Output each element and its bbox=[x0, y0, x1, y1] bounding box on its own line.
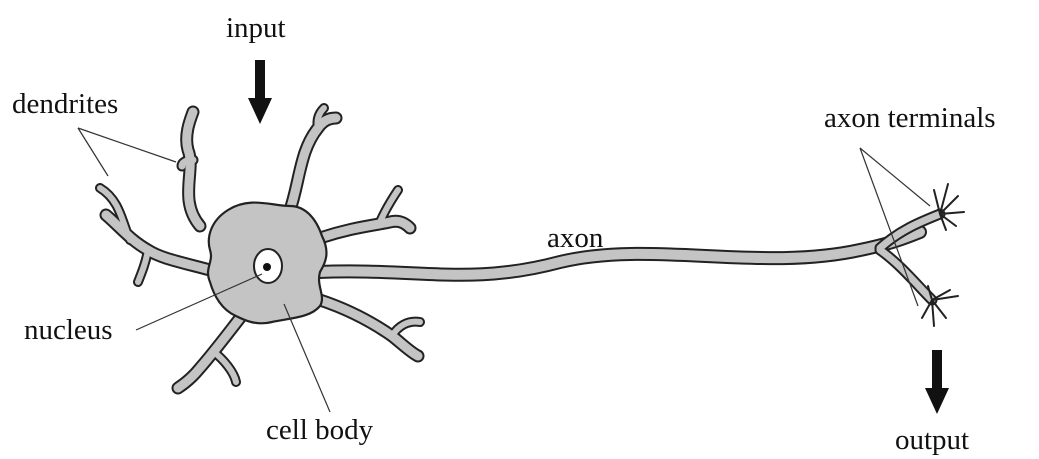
axon-terminals-label: axon terminals bbox=[824, 104, 996, 133]
cell-body-label: cell body bbox=[266, 416, 373, 445]
nucleus-label: nucleus bbox=[24, 316, 113, 345]
arrow-down-icon bbox=[248, 60, 272, 124]
nucleolus-dot bbox=[263, 263, 271, 271]
output-label: output bbox=[895, 426, 969, 455]
arrow-down-icon bbox=[925, 350, 949, 414]
dendrites-leader-1 bbox=[78, 128, 176, 162]
dendrites-leader-2 bbox=[78, 128, 108, 176]
axon-label: axon bbox=[547, 224, 603, 253]
axon bbox=[318, 232, 920, 275]
input-label: input bbox=[226, 14, 286, 43]
cell-body-leader bbox=[284, 304, 330, 412]
axon-terminal-branches bbox=[880, 184, 964, 326]
dendrites-label: dendrites bbox=[12, 90, 118, 119]
